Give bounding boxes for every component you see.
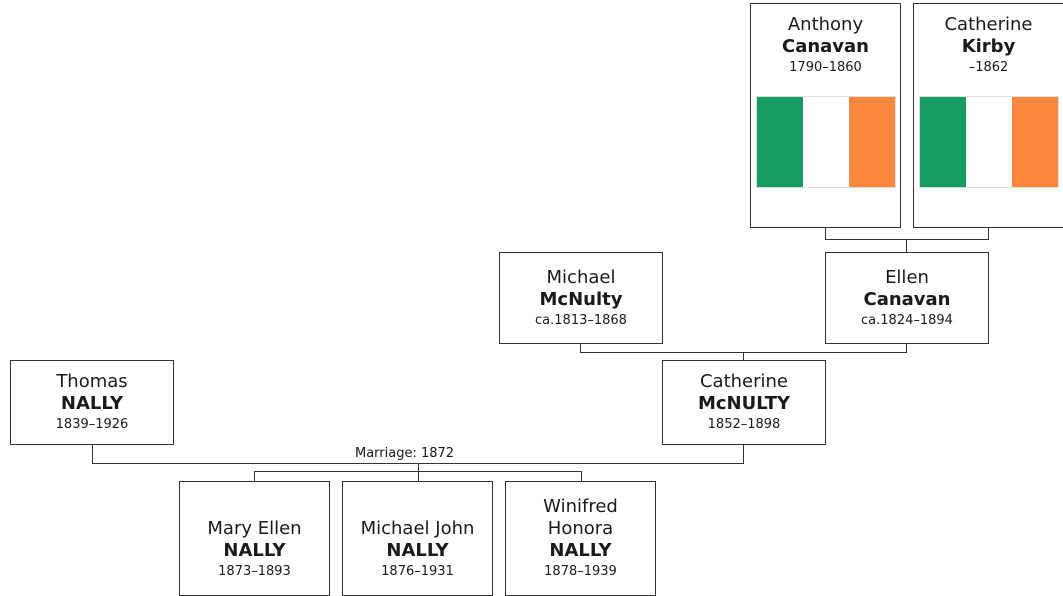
connector [906,343,907,353]
given-name: Catherine [944,14,1033,35]
life-dates: 1839–1926 [55,417,129,432]
connector [743,352,744,360]
surname: McNULTY [697,393,791,414]
connector [580,343,581,353]
connector [906,239,907,252]
life-dates: 1790–1860 [789,60,862,75]
life-dates: –1862 [968,60,1009,75]
irish-flag-icon [757,97,895,187]
person-catherine-mcnulty[interactable]: Catherine McNULTY 1852–1898 [662,360,826,445]
life-dates: ca.1813–1868 [535,313,627,328]
life-dates: 1873–1893 [218,564,291,579]
connector [743,444,744,464]
person-michael-john-nally[interactable]: Michael John NALLY 1876–1931 [342,481,493,596]
life-dates: 1852–1898 [707,417,781,432]
given-name: Catherine [699,371,789,392]
person-thomas-nally[interactable]: Thomas NALLY 1839–1926 [10,360,174,445]
given-name: Anthony [787,14,864,35]
person-mary-ellen-nally[interactable]: Mary Ellen NALLY 1873–1893 [179,481,330,596]
connector [418,471,419,481]
surname: NALLY [223,540,286,561]
surname: Kirby [961,36,1016,57]
connector [418,463,419,472]
given-name: Michael John [360,518,475,539]
marriage-label: Marriage: 1872 [353,446,457,461]
person-winifred-honora-nally[interactable]: Winifred Honora NALLY 1878–1939 [505,481,656,596]
connector [581,471,582,481]
given-name: Mary Ellen [207,518,302,539]
person-catherine-kirby[interactable]: Catherine Kirby –1862 [913,3,1063,228]
person-michael-mcnulty[interactable]: Michael McNulty ca.1813–1868 [499,252,663,344]
given-name: Winifred [543,496,618,517]
connector [825,227,826,239]
given-name: Thomas [56,371,128,392]
life-dates: ca.1824–1894 [861,313,953,328]
life-dates: 1878–1939 [544,564,617,579]
surname: Canavan [863,289,951,310]
person-ellen-canavan[interactable]: Ellen Canavan ca.1824–1894 [825,252,989,344]
given-name: Michael [546,267,616,288]
person-anthony-canavan[interactable]: Anthony Canavan 1790–1860 [750,3,901,228]
middle-name: Honora [547,518,614,539]
surname: NALLY [386,540,449,561]
life-dates: 1876–1931 [381,564,454,579]
connector [254,471,255,481]
connector [825,239,989,240]
surname: NALLY [549,540,612,561]
irish-flag-icon [920,97,1058,187]
connector [988,227,989,239]
surname: Canavan [781,36,869,57]
surname: McNulty [539,289,623,310]
given-name: Ellen [885,267,929,288]
connector [92,444,93,464]
surname: NALLY [60,393,124,414]
